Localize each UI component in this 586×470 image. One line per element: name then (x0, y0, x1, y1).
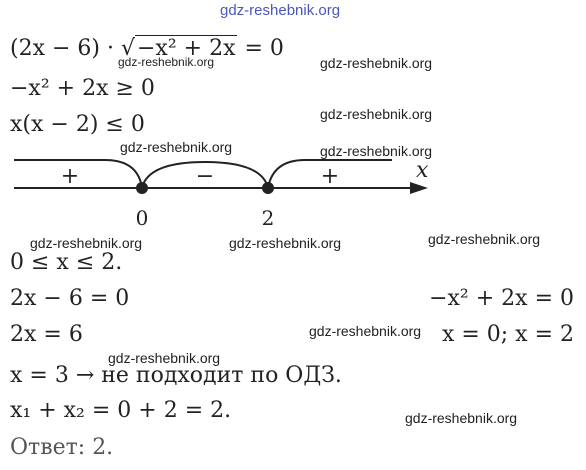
equation-rhs: = 0 (237, 36, 284, 61)
domain-result: 0 ≤ x ≤ 2. (10, 250, 123, 275)
equation-lhs: (2x − 6) · (10, 36, 121, 61)
axis-arrow (410, 182, 428, 194)
point-2 (262, 182, 274, 194)
sum-of-roots: x₁ + x₂ = 0 + 2 = 2. (10, 398, 232, 423)
radical-sign: √ (120, 36, 135, 61)
axis-variable: x (416, 158, 429, 183)
watermark: gdz-reshebnik.org (309, 323, 422, 339)
case2-line1: −x² + 2x = 0 (429, 286, 574, 311)
factored-condition: x(x − 2) ≤ 0 (10, 112, 145, 137)
case1-line3: x = 3 → не подходит по ОДЗ. (10, 363, 342, 388)
watermark: gdz-reshebnik.org (220, 2, 341, 19)
watermark: gdz-reshebnik.org (229, 235, 342, 251)
watermark: gdz-reshebnik.org (405, 410, 518, 426)
watermark: gdz-reshebnik.org (320, 55, 433, 71)
sign-left: + (61, 164, 79, 189)
watermark: gdz-reshebnik.org (118, 55, 215, 69)
case1-line1: 2x − 6 = 0 (10, 286, 130, 311)
point-label-0: 0 (136, 206, 149, 230)
sign-right: + (321, 164, 339, 189)
watermark: gdz-reshebnik.org (320, 143, 433, 159)
watermark: gdz-reshebnik.org (108, 350, 221, 366)
case2-line2: x = 0; x = 2 (441, 322, 574, 347)
answer: Ответ: 2. (10, 435, 114, 460)
radicand: −x² + 2x (135, 35, 238, 61)
arc-middle (141, 160, 269, 189)
watermark: gdz-reshebnik.org (30, 235, 143, 251)
watermark: gdz-reshebnik.org (120, 139, 233, 155)
equation: (2x − 6) · √−x² + 2x = 0 (10, 35, 284, 61)
square-root: √−x² + 2x (120, 35, 238, 61)
sign-middle: − (196, 164, 214, 189)
case1-line2: 2x = 6 (10, 322, 83, 347)
point-0 (136, 182, 148, 194)
watermark: gdz-reshebnik.org (320, 106, 433, 122)
domain-condition: −x² + 2x ≥ 0 (10, 76, 155, 101)
watermark: gdz-reshebnik.org (428, 231, 541, 247)
point-label-2: 2 (262, 206, 275, 230)
